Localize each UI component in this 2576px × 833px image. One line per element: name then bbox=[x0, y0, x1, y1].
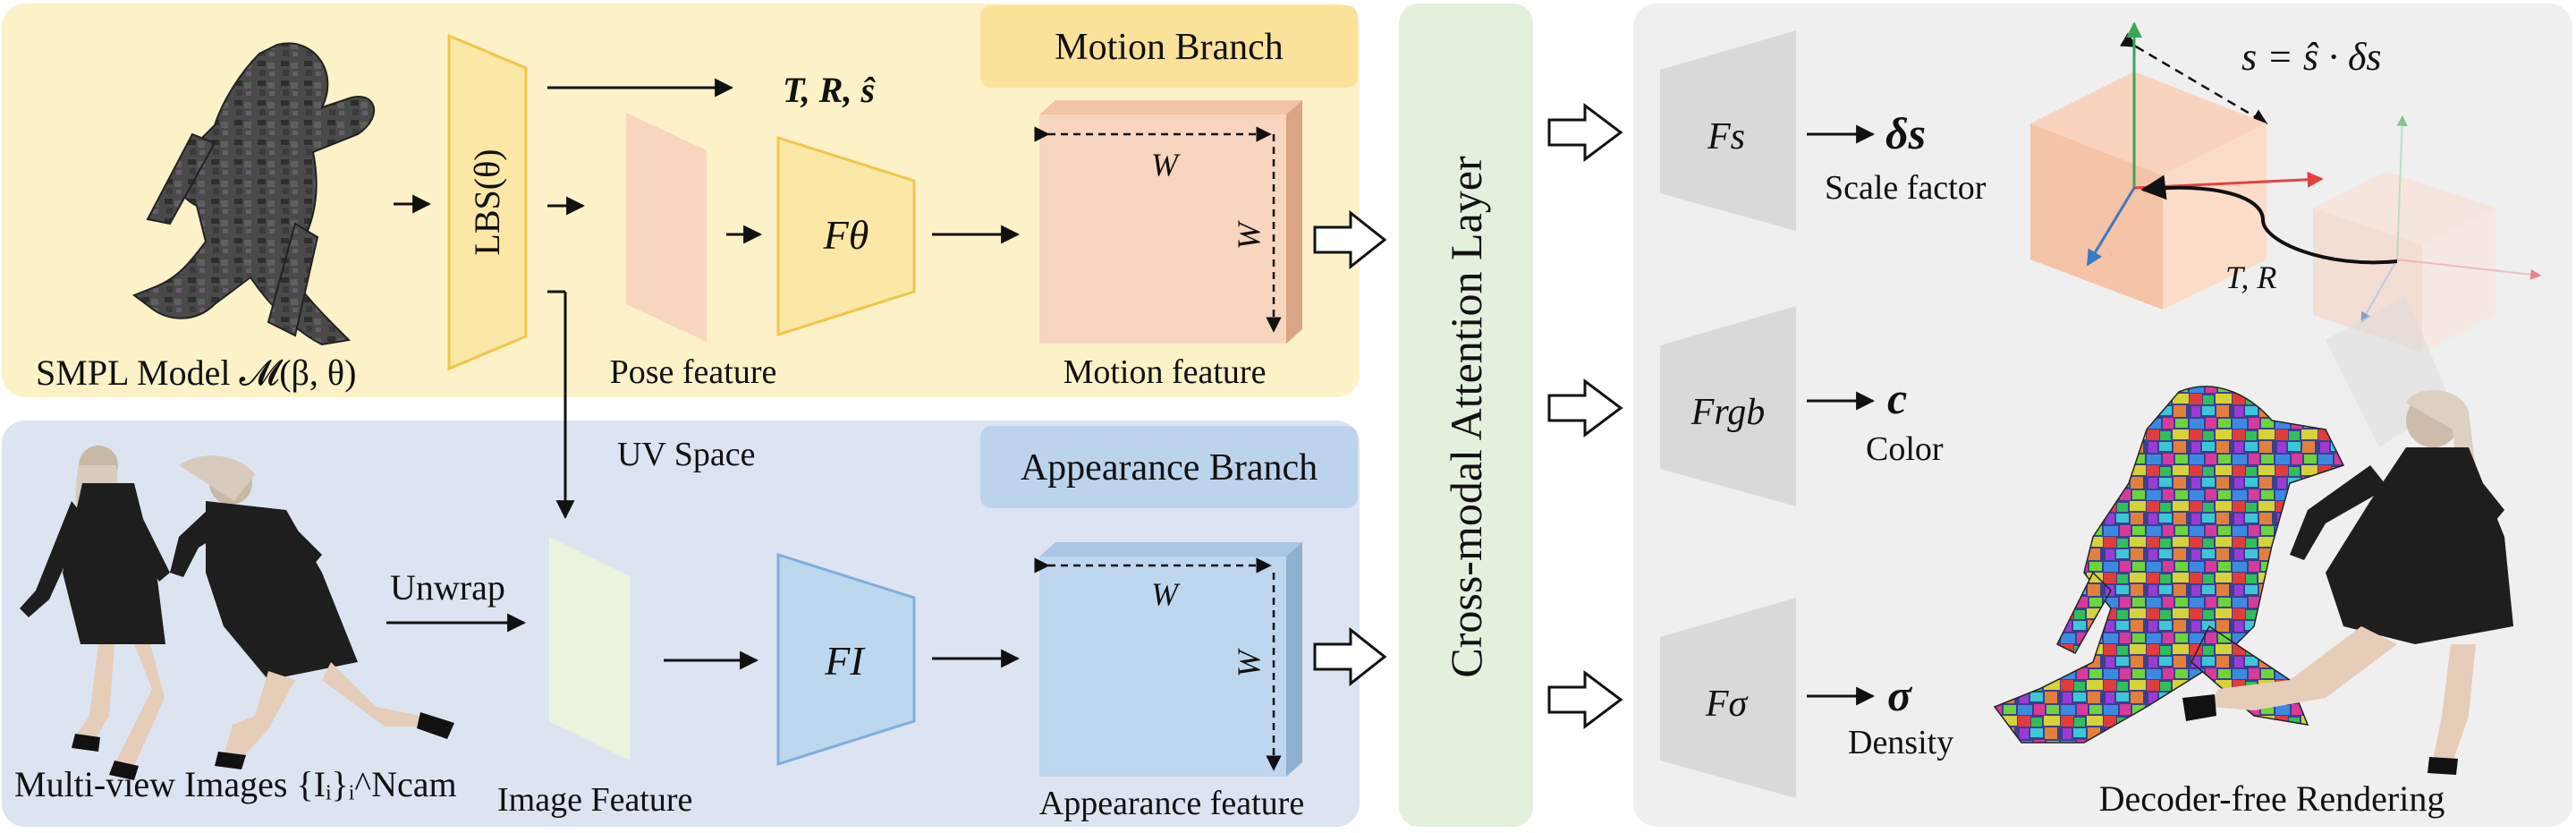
attention-layer-label: Cross-modal Attention Layer bbox=[1441, 156, 1491, 678]
gaussian-cube-large bbox=[2030, 72, 2267, 310]
appearance-branch-tag bbox=[980, 426, 1358, 508]
hollow-arrow-to-fs bbox=[1547, 103, 1623, 162]
motion-block-w-side: W bbox=[1231, 220, 1267, 250]
image-feature-caption: Image Feature bbox=[497, 781, 692, 819]
fsigma-output: σ bbox=[1887, 670, 1913, 720]
motion-block-w-top: W bbox=[1151, 147, 1181, 183]
hollow-arrow-to-frgb bbox=[1547, 378, 1623, 438]
axis-red-small bbox=[2396, 259, 2542, 280]
hollow-arrow-appearance bbox=[1313, 626, 1387, 687]
f-i-label: FI bbox=[824, 638, 866, 684]
frgb-label: Frgb bbox=[1690, 392, 1765, 433]
multiview-person-2 bbox=[170, 455, 454, 769]
motion-branch-title: Motion Branch bbox=[1055, 27, 1283, 68]
f-theta-encoder bbox=[776, 135, 916, 337]
tr-label: T, R bbox=[2225, 259, 2276, 295]
smpl-caption: SMPL Model 𝓜(β, θ) bbox=[36, 353, 356, 393]
lbs-block bbox=[447, 33, 528, 371]
uv-space-label: UV Space bbox=[617, 436, 755, 473]
rendering-caption: Decoder-free Rendering bbox=[2099, 778, 2445, 819]
motion-feature-block bbox=[1034, 100, 1302, 344]
appearance-block-w-top: W bbox=[1151, 576, 1181, 612]
trs-label: T, R, ŝ bbox=[783, 70, 876, 110]
appearance-feature-block bbox=[1034, 542, 1302, 777]
smpl-mesh-figure bbox=[131, 42, 376, 346]
scale-dashed-arrow bbox=[2119, 32, 2268, 125]
pose-feature-caption: Pose feature bbox=[610, 353, 777, 391]
attention-layer-panel bbox=[1399, 4, 1533, 827]
fsigma-caption: Density bbox=[1848, 724, 1953, 761]
fs-decoder bbox=[1660, 30, 1796, 231]
multiview-images-caption: Multi-view Images {Iᵢ}ᵢ^Ncam bbox=[14, 764, 457, 804]
unwrap-label: Unwrap bbox=[390, 567, 505, 608]
scale-formula: s = ŝ · δs bbox=[2241, 35, 2382, 79]
rendered-person bbox=[2182, 390, 2513, 775]
f-theta-label: Fθ bbox=[823, 212, 869, 258]
fs-caption: Scale factor bbox=[1825, 169, 1987, 207]
axis-blue-small bbox=[2360, 259, 2398, 324]
frgb-caption: Color bbox=[1866, 430, 1944, 468]
fs-label: Fs bbox=[1707, 116, 1745, 157]
motion-feature-caption: Motion feature bbox=[1063, 353, 1267, 391]
hollow-arrow-to-fsigma bbox=[1547, 670, 1623, 729]
appearance-feature-caption: Appearance feature bbox=[1039, 785, 1304, 822]
fs-output: δs bbox=[1885, 108, 1926, 158]
transform-curve-arrow bbox=[2140, 174, 2398, 265]
motion-branch-tag bbox=[980, 5, 1358, 88]
axis-blue-large bbox=[2086, 187, 2136, 267]
frgb-decoder bbox=[1660, 306, 1796, 506]
appearance-block-w-side: W bbox=[1231, 648, 1267, 677]
pose-feature-block bbox=[626, 113, 707, 342]
multiview-person-1 bbox=[20, 446, 170, 780]
hollow-arrow-motion bbox=[1313, 209, 1387, 270]
image-feature-block bbox=[549, 537, 630, 761]
f-i-encoder bbox=[776, 552, 916, 767]
axis-green-small bbox=[2396, 115, 2408, 260]
fsigma-decoder bbox=[1660, 598, 1796, 798]
lbs-label: LBS(θ) bbox=[467, 149, 507, 255]
appearance-branch-panel bbox=[2, 421, 1360, 827]
appearance-branch-title: Appearance Branch bbox=[1021, 447, 1318, 489]
frgb-output: c bbox=[1887, 373, 1907, 423]
fsigma-label: Fσ bbox=[1705, 684, 1750, 725]
